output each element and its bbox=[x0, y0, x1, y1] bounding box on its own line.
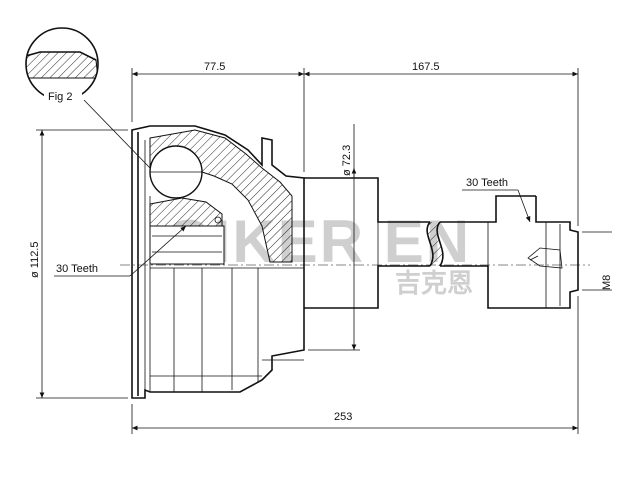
outer-cup bbox=[131, 125, 305, 399]
inner-teeth-label: 30 Teeth bbox=[56, 263, 98, 275]
dim-total-length-value: 253 bbox=[334, 411, 352, 423]
dim-outer-diameter-value: ø 112.5 bbox=[29, 242, 41, 279]
dim-cup-length-value: 77.5 bbox=[204, 61, 225, 73]
dimension-thread: M8 bbox=[582, 231, 613, 291]
fig2-label: Fig 2 bbox=[48, 91, 72, 103]
dimension-total-length: 253 bbox=[131, 296, 579, 434]
watermark-subtext: 吉克恩 bbox=[395, 268, 473, 298]
dimension-shaft-length: 167.5 bbox=[304, 61, 579, 226]
leader-inner-teeth: 30 Teeth bbox=[54, 225, 187, 277]
outer-teeth-label: 30 Teeth bbox=[466, 177, 508, 189]
leader-outer-teeth: 30 Teeth bbox=[462, 177, 531, 223]
dim-shaft-length-value: 167.5 bbox=[412, 61, 440, 73]
dimension-outer-diameter: ø 112.5 bbox=[29, 129, 128, 399]
dim-shaft-diameter-value: ø 72.3 bbox=[341, 145, 353, 176]
dimension-shaft-diameter: ø 72.3 bbox=[308, 124, 360, 351]
detail-view-fig2: Fig 2 bbox=[25, 27, 151, 169]
dimension-cup-length: 77.5 bbox=[131, 61, 305, 172]
dim-thread-value: M8 bbox=[601, 275, 613, 290]
